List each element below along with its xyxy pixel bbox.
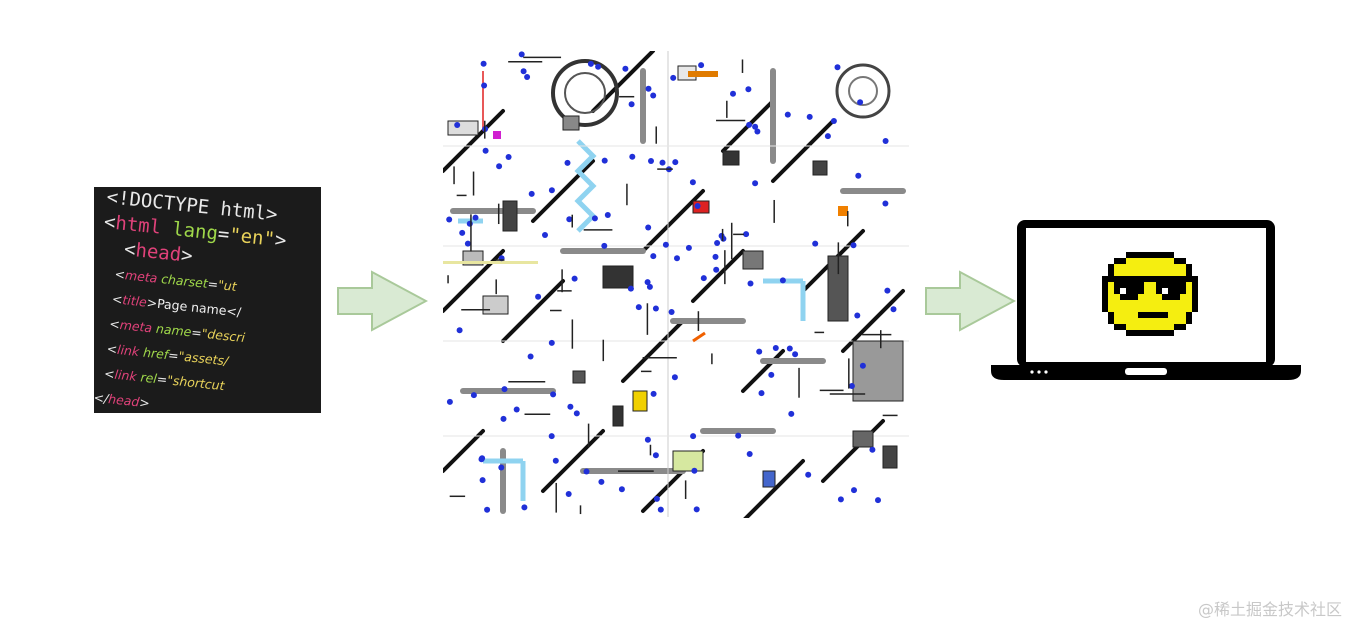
code-token: Page name</ <box>156 295 242 320</box>
code-token: > <box>180 244 194 268</box>
laptop-icon <box>991 220 1301 380</box>
code-token: charset <box>160 271 209 291</box>
code-token: "assets/ <box>177 348 229 369</box>
code-token: "descri <box>200 325 246 346</box>
sunglasses-smiley-icon <box>1102 252 1198 336</box>
code-token: html <box>114 212 174 240</box>
code-token: "en" <box>228 224 276 251</box>
code-token: lang <box>171 218 220 245</box>
code-token: href <box>142 344 169 363</box>
code-token: head <box>134 239 183 266</box>
pipe-maze-icon <box>443 51 909 518</box>
code-token: < <box>94 314 121 332</box>
code-token: rel <box>139 369 158 387</box>
code-token: "shortcut <box>166 372 226 394</box>
code-token: meta <box>119 317 157 336</box>
code-token: < <box>95 289 124 308</box>
right-arrow-icon <box>337 270 428 332</box>
code-token: "ut <box>217 277 238 294</box>
code-token: < <box>106 340 119 357</box>
code-token: < <box>103 365 116 382</box>
code-token: name <box>155 320 193 340</box>
html-code-image: <!DOCTYPE html><html lang="en"> <head> <… <box>94 187 321 413</box>
code-token: < <box>98 264 126 283</box>
code-token: < <box>100 235 137 262</box>
right-arrow-icon-2 <box>925 270 1016 332</box>
watermark-text: @稀土掘金技术社区 <box>1197 600 1342 619</box>
code-token: title <box>121 292 148 310</box>
code-token: link <box>116 341 144 360</box>
code-token: head <box>107 391 141 410</box>
code-token: > <box>273 228 288 252</box>
code-token: > <box>138 394 151 411</box>
code-token: meta <box>124 267 163 287</box>
code-token: link <box>113 366 142 385</box>
code-token: html> <box>219 197 279 226</box>
code-lines: <!DOCTYPE html><html lang="en"> <head> <… <box>94 187 321 413</box>
